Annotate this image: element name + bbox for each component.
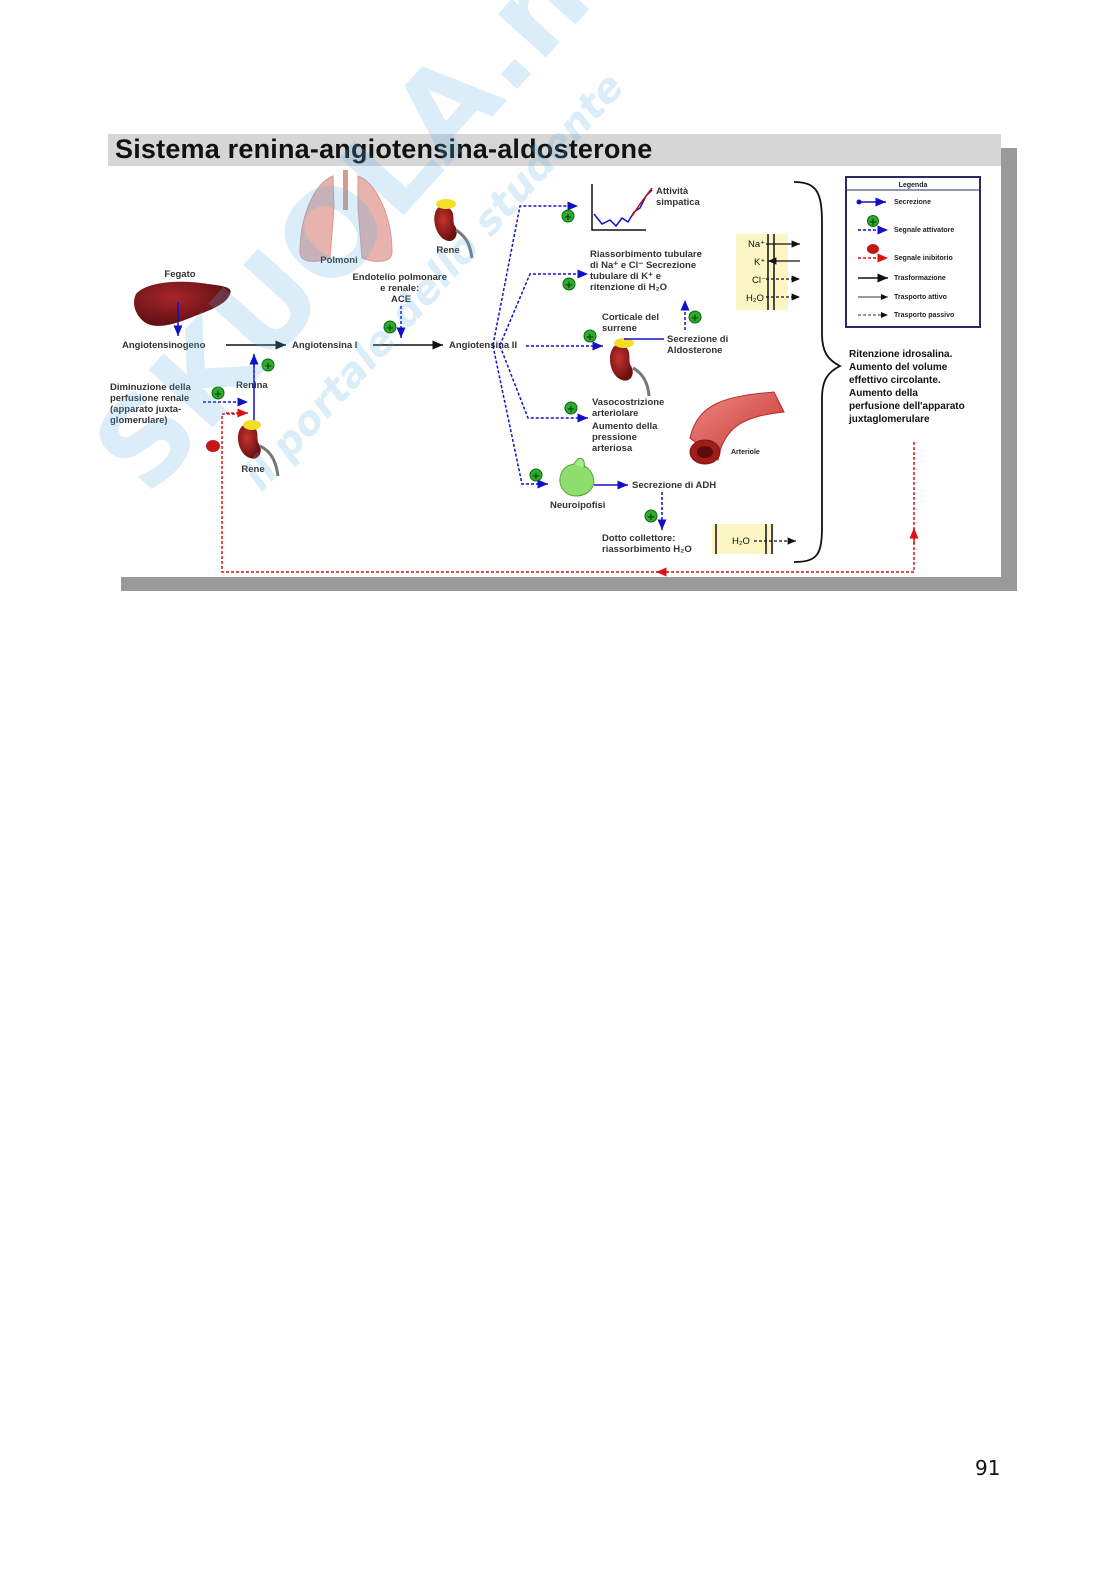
activator-signal-icon: + bbox=[564, 401, 578, 415]
legend-item-inhibitory: Segnale inibitorio bbox=[894, 255, 953, 262]
svg-text:+: + bbox=[532, 471, 540, 482]
legend-item-passive-transport: Trasporto passivo bbox=[894, 312, 954, 319]
legend-item-transformation: Trasformazione bbox=[894, 275, 946, 282]
activator-signal-icon: + bbox=[644, 509, 658, 523]
svg-text:+: + bbox=[214, 389, 222, 400]
arteriole-icon bbox=[689, 391, 785, 465]
slide-title: Sistema renina-angiotensina-aldosterone bbox=[115, 134, 653, 164]
ang2-effect-arrows bbox=[492, 201, 603, 489]
collecting-duct-label: Dotto collettore: riassorbimento H₂O bbox=[602, 533, 692, 555]
adh-label: Secrezione di ADH bbox=[632, 480, 716, 491]
page-number: 91 bbox=[975, 1456, 1001, 1480]
duct-ion-h2o: H₂O bbox=[732, 536, 750, 547]
lungs-icon bbox=[299, 170, 393, 262]
svg-text:+: + bbox=[264, 361, 272, 372]
kidney-top-label: Rene bbox=[436, 245, 459, 256]
legend-item-secretion: Secrezione bbox=[894, 199, 931, 206]
svg-text:+: + bbox=[564, 212, 572, 223]
activator-signal-icon: + bbox=[688, 310, 702, 324]
liver-label: Fegato bbox=[164, 269, 195, 280]
outcome-label: Ritenzione idrosalina. Aumento del volum… bbox=[848, 349, 968, 425]
activator-signal-icon: + bbox=[583, 329, 597, 343]
adrenal-label: Corticale del surrene bbox=[602, 312, 662, 334]
renin-label: Renina bbox=[236, 380, 268, 391]
svg-text:+: + bbox=[869, 217, 877, 228]
ion-na: Na⁺ bbox=[748, 239, 765, 250]
arteriole-label: Arteriole bbox=[731, 449, 760, 456]
duct-transport-panel: H₂O bbox=[712, 524, 796, 554]
raas-diagram: Polmoni Rene Fegato Angiotensinogeno Ang… bbox=[110, 170, 981, 577]
slide-title-bar: Sistema renina-angiotensina-aldosterone bbox=[108, 134, 1001, 166]
angiotensinogen-label: Angiotensinogeno bbox=[122, 340, 206, 351]
activator-signal-icon: + bbox=[211, 386, 225, 400]
activator-signal-icon: + bbox=[383, 320, 397, 334]
liver-icon bbox=[134, 281, 231, 326]
activator-signal-icon: + bbox=[261, 358, 275, 372]
activator-signal-icon: + bbox=[561, 209, 575, 223]
vasoconstriction-label: Vasocostrizione arteriolare Aumento dell… bbox=[592, 397, 667, 454]
ion-cl: Cl⁻ bbox=[752, 275, 766, 286]
slide: Sistema renina-angiotensina-aldosterone bbox=[108, 134, 1001, 577]
inhibitory-signal-icon bbox=[206, 440, 220, 452]
legend-item-activator: Segnale attivatore bbox=[894, 227, 954, 234]
legend-title: Legenda bbox=[899, 182, 928, 189]
sympathetic-label: Attività simpatica bbox=[656, 186, 701, 208]
svg-text:+: + bbox=[565, 280, 573, 291]
svg-text:+: + bbox=[567, 404, 575, 415]
kidney-bottom-label: Rene bbox=[241, 464, 264, 475]
grouping-brace bbox=[793, 181, 843, 563]
ion-transport-panel: Na⁺ K⁺ Cl⁻ H₂O bbox=[736, 234, 800, 310]
lungs-label: Polmoni bbox=[320, 255, 357, 266]
ace-label: Endotelio polmonare e renale: ACE bbox=[352, 272, 449, 305]
svg-text:+: + bbox=[647, 512, 655, 523]
aldosterone-label: Secrezione di Aldosterone bbox=[667, 334, 731, 356]
svg-text:+: + bbox=[386, 323, 394, 334]
sympathetic-graph-icon bbox=[591, 184, 653, 231]
svg-text:+: + bbox=[691, 313, 699, 324]
pituitary-label: Neuroipofisi bbox=[550, 500, 605, 511]
legend-item-active-transport: Trasporto attivo bbox=[894, 294, 947, 301]
perfusion-drop-label: Diminuzione della perfusione renale (app… bbox=[110, 382, 193, 426]
ion-h2o: H₂O bbox=[746, 293, 764, 304]
angiotensin1-label: Angiotensina I bbox=[292, 340, 357, 351]
angiotensin2-label: Angiotensina II bbox=[449, 340, 517, 351]
kidney-icon bbox=[237, 420, 280, 477]
svg-text:+: + bbox=[586, 332, 594, 343]
legend: Legenda Secrezione + Segnale attivatore … bbox=[845, 176, 981, 328]
kidney-icon bbox=[434, 199, 474, 259]
adrenal-kidney-icon bbox=[609, 338, 651, 397]
tubular-label: Riassorbimento tubulare di Na⁺ e Cl⁻ Sec… bbox=[590, 249, 705, 293]
pituitary-icon bbox=[559, 458, 595, 497]
activator-signal-icon: + bbox=[562, 277, 576, 291]
activator-signal-icon: + bbox=[529, 468, 543, 482]
ion-k: K⁺ bbox=[754, 257, 765, 268]
